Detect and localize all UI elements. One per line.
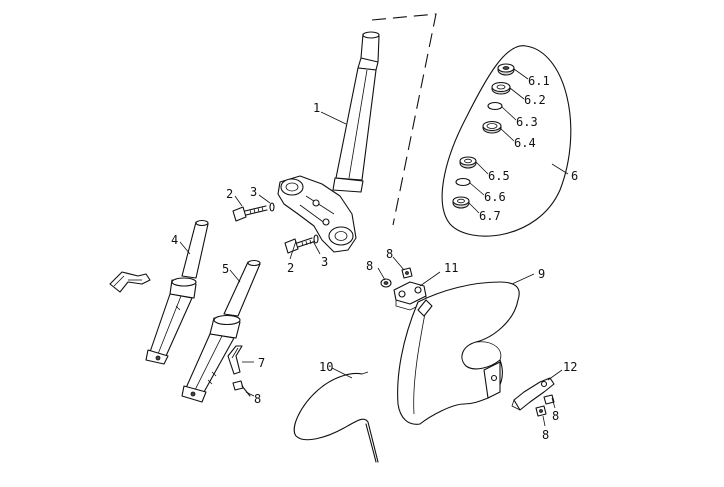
bearing-part-6-7 [452,196,470,209]
label-7: 7 [258,356,265,370]
bearing-part-6-1 [497,63,515,76]
label-6-1: 6.1 [528,74,550,88]
label-2-lower: 2 [287,261,294,275]
label-12: 12 [563,360,577,374]
label-8-bracket-lower: 8 [542,428,549,442]
front-fender [397,281,520,425]
bearing-detail-enclosure [441,45,572,237]
label-3-lower: 3 [321,255,328,269]
bearing-part-6-5 [459,156,477,169]
label-10: 10 [319,360,333,374]
bearing-part-6-4 [482,120,502,134]
bracket-12 [511,377,555,411]
small-bracket-left [109,271,151,293]
label-6-4: 6.4 [514,136,536,150]
label-4: 4 [171,233,178,247]
bolt-lower [284,237,314,254]
bracket-7 [227,345,243,375]
clamp-11 [393,281,427,311]
triple-clamp [277,175,357,253]
main-leaders [179,111,563,427]
bearing-part-6-2 [491,81,511,95]
bearing-leaders [468,68,569,214]
fork-leg-right [181,259,261,403]
fork-leg-left [145,219,209,365]
nut-8-clamp-left [380,278,392,288]
washer-lower [313,234,319,244]
bearing-part-6-3 [487,101,503,111]
steering-stem-tube [332,31,380,193]
callout-labels: 1 2 3 2 3 4 5 6 6.1 6.2 6.3 6.4 6.5 6.6 … [171,74,578,442]
label-5: 5 [222,262,229,276]
label-1: 1 [313,101,320,115]
bearing-part-6-6 [455,177,471,187]
washer-upper [269,202,275,212]
label-6-5: 6.5 [488,169,510,183]
label-11: 11 [444,261,458,275]
label-8-bracket-right: 8 [552,409,559,423]
label-6-7: 6.7 [479,209,501,223]
label-6-2: 6.2 [524,93,546,107]
label-6-3: 6.3 [516,115,538,129]
bolt-8-fork [232,380,251,397]
label-6: 6 [571,169,578,183]
label-8-clamp-left: 8 [366,259,373,273]
label-3-upper: 3 [250,185,257,199]
bolt-8-clamp-upper [401,267,413,279]
detail-dashed-outline [371,13,437,226]
bolt-8-bracket-lower [535,405,547,417]
label-8-clamp-upper: 8 [386,247,393,261]
bolt-8-bracket-right [543,394,555,405]
label-2-upper: 2 [226,187,233,201]
label-6-6: 6.6 [484,190,506,204]
label-9: 9 [538,267,545,281]
label-8-fork: 8 [254,392,261,406]
bolt-upper [232,205,268,222]
speedometer-cable [293,371,379,463]
